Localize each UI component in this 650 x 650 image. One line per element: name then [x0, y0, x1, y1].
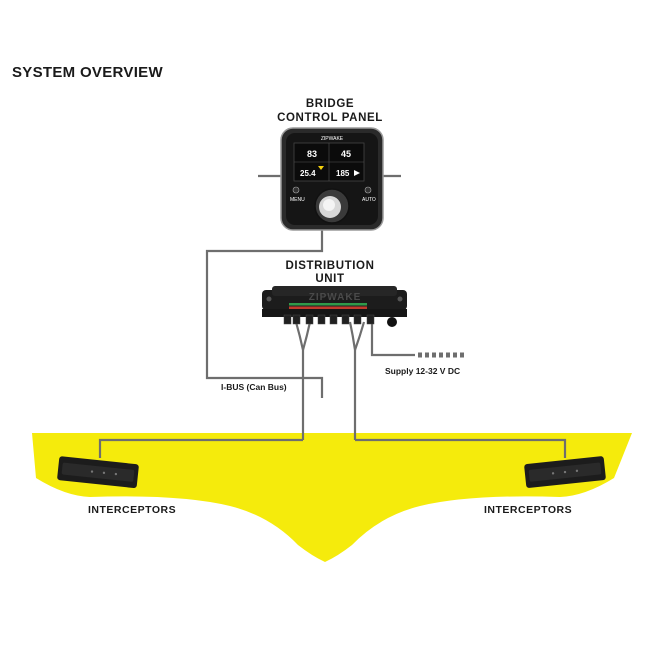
- readout-bottom-right: 185: [336, 169, 350, 178]
- interceptor-left: [57, 456, 139, 489]
- bridge-label-line1: BRIDGE: [305, 98, 355, 110]
- readout-bottom-left: 25.4: [300, 169, 316, 178]
- dist-cable-right-a: [348, 321, 357, 440]
- auto-button[interactable]: [364, 186, 372, 194]
- supply-label: Supply 12-32 V DC: [385, 366, 461, 376]
- supply-connector: [387, 317, 397, 327]
- supply-cable: [370, 322, 415, 357]
- readout-top-left: 83: [307, 149, 317, 159]
- readout-top-right: 45: [341, 149, 351, 159]
- cables: [98, 174, 567, 458]
- page-title: SYSTEM OVERVIEW: [12, 64, 163, 81]
- interceptor-right: [524, 456, 606, 488]
- bridge-control-panel: ZIPWAKE 83 45 25.4 185 MENU AUTO: [280, 127, 384, 231]
- dist-label-line1: DISTRIBUTION: [285, 260, 375, 272]
- distribution-unit: ZIPWAKE: [262, 286, 407, 327]
- dist-cable-left-a: [294, 321, 305, 440]
- auto-button-label: AUTO: [362, 197, 376, 203]
- menu-button-label: MENU: [290, 197, 305, 203]
- mount-hole-right: [397, 296, 403, 302]
- interceptor-cable-right: [355, 438, 567, 458]
- interceptors-left-label: INTERCEPTORS: [88, 504, 177, 516]
- mount-hole-left: [266, 296, 272, 302]
- dist-brand: ZIPWAKE: [309, 292, 362, 303]
- interceptor-cable-left: [98, 438, 303, 458]
- bridge-control-panel-label: BRIDGE CONTROL PANEL: [260, 97, 400, 125]
- connector-ports: [283, 314, 375, 325]
- dist-label-line2: UNIT: [315, 273, 345, 285]
- play-icon: [354, 170, 360, 176]
- interceptors-right-label: INTERCEPTORS: [484, 504, 573, 516]
- distribution-unit-label: DISTRIBUTION UNIT: [260, 260, 400, 286]
- boat-hull: [32, 433, 632, 562]
- bridge-label-line2: CONTROL PANEL: [277, 112, 383, 124]
- panel-brand: ZIPWAKE: [321, 136, 344, 142]
- dist-cable-left-b: [301, 321, 312, 351]
- ibus-cable: [205, 228, 324, 398]
- terminal-labels-green: [289, 303, 367, 306]
- arrow-icon: [318, 166, 324, 170]
- dist-cable-right-b: [353, 321, 366, 351]
- terminal-labels-red: [289, 306, 367, 309]
- menu-button[interactable]: [292, 186, 300, 194]
- ibus-label: I-BUS (Can Bus): [221, 382, 287, 392]
